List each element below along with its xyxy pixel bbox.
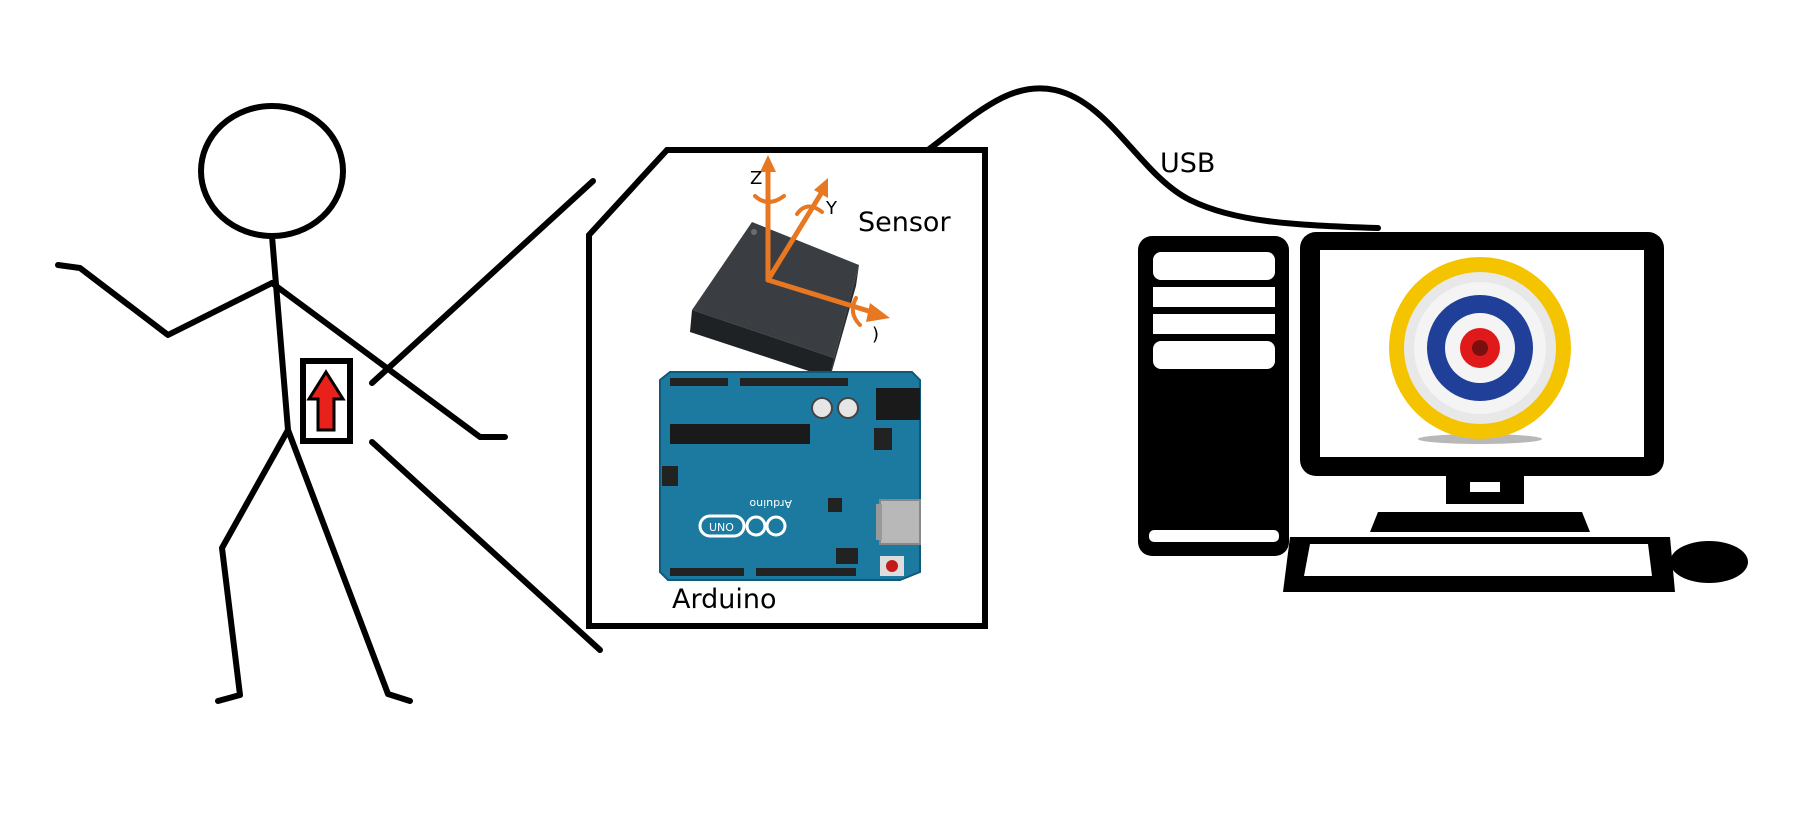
torso <box>269 233 291 433</box>
target-icon <box>1389 257 1571 444</box>
imu-chip-icon <box>690 222 859 378</box>
stick-figure-icon <box>55 103 508 704</box>
axis-z-label: Z <box>750 168 762 189</box>
arrow-up-icon <box>306 369 346 432</box>
arduino-logo <box>698 514 787 538</box>
axis-x-label: ) <box>872 324 879 345</box>
keyboard <box>1283 537 1675 592</box>
left-arm <box>55 262 275 338</box>
desktop-computer-icon <box>1138 232 1748 592</box>
zoom-lines <box>369 178 603 653</box>
usb-label: USB <box>1160 148 1216 179</box>
sensor-label: Sensor <box>858 207 951 238</box>
usb-cable <box>925 85 1381 231</box>
board-brand-label: Arduino <box>749 497 792 510</box>
mouse-icon <box>1670 541 1748 583</box>
worn-sensor <box>300 358 353 444</box>
arduino-board-icon: UNO Arduino <box>659 371 921 581</box>
axes-icon <box>753 155 890 327</box>
right-arm <box>269 280 508 440</box>
right-leg <box>285 427 413 704</box>
axis-y-label: Y <box>825 198 838 219</box>
left-leg <box>215 427 291 704</box>
board-model-label: UNO <box>709 521 734 534</box>
tower <box>1138 236 1289 556</box>
arduino-label: Arduino <box>672 584 777 615</box>
head <box>198 103 346 239</box>
